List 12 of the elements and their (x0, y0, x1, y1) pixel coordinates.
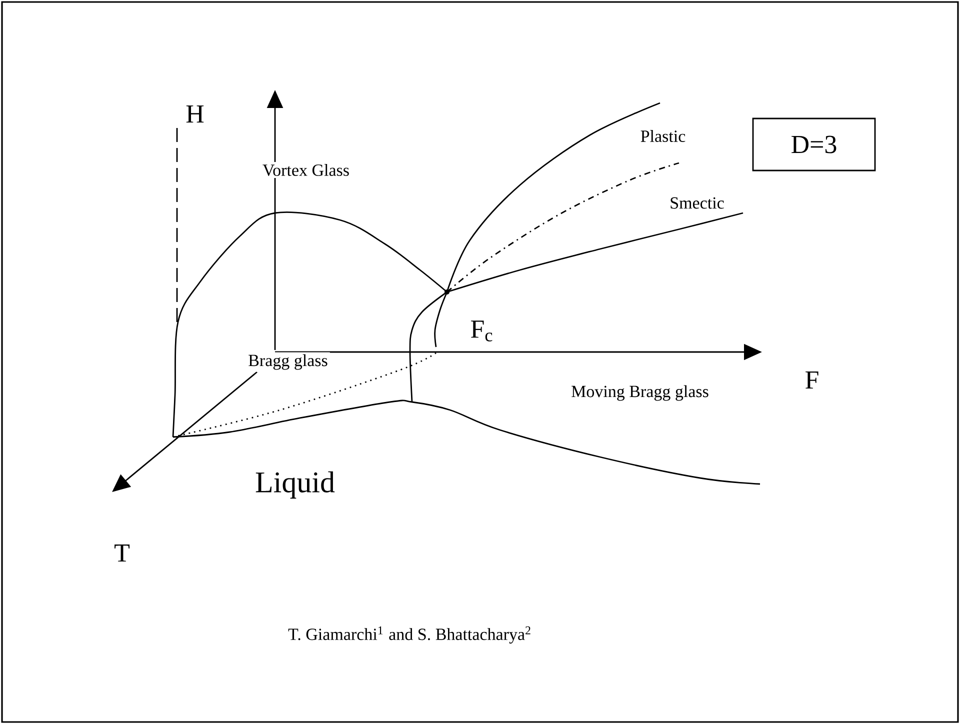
region-label: Plastic (638, 128, 688, 144)
region-label: Vortex Glass (260, 162, 352, 178)
region-label: Moving Bragg glass (569, 383, 711, 403)
label-box: D=3 (752, 118, 876, 172)
region-label: Bragg glass (246, 352, 330, 372)
region-label: Smectic (668, 195, 726, 211)
author-line: T. Giamarchi$^{1}$ and S. Bhattacharya$^{2}$ (288, 626, 530, 644)
region-label: Liquid (253, 469, 337, 501)
axis-label: H (186, 105, 204, 123)
point-label: F$_{c}$ (470, 320, 492, 342)
axis-label: T (114, 544, 130, 562)
axis-label: F (806, 371, 818, 388)
